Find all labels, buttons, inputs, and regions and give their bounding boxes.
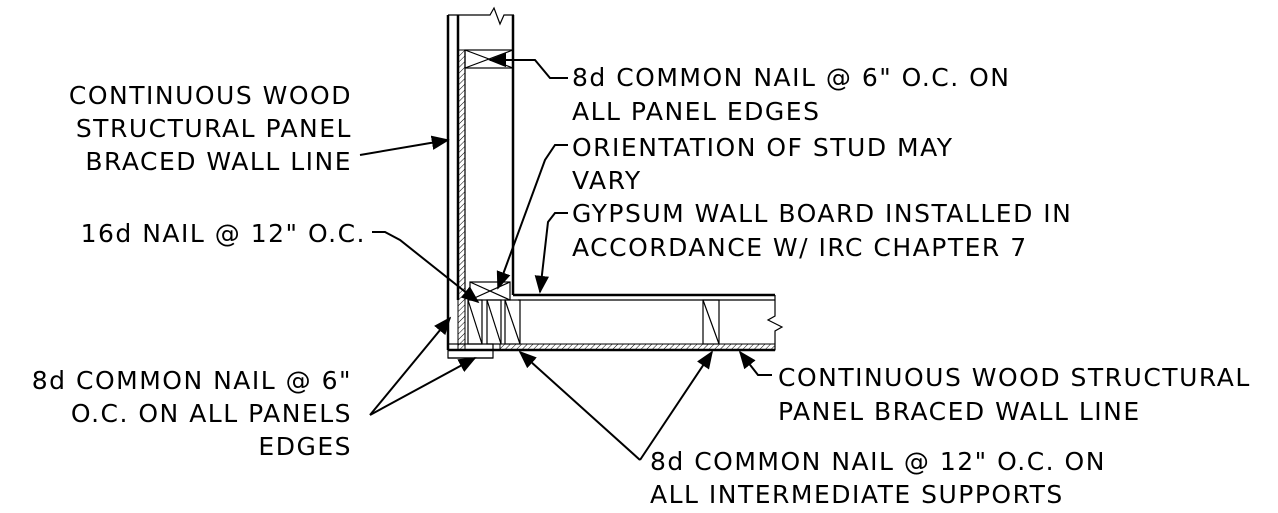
label-8d-panels-line3: EDGES xyxy=(258,432,352,461)
label-8d-12oc-line1: 8d COMMON NAIL @ 12" O.C. ON xyxy=(650,447,1106,476)
label-continuous-right-line1: CONTINUOUS WOOD STRUCTURAL xyxy=(778,363,1251,392)
labels: 8d COMMON NAIL @ 6" O.C. ON ALL PANEL ED… xyxy=(32,63,1251,509)
label-16d-nail: 16d NAIL @ 12" O.C. xyxy=(81,219,366,248)
right-break-mark xyxy=(766,295,784,350)
label-stud-orientation-line2: VARY xyxy=(572,166,642,195)
label-stud-orientation-line1: ORIENTATION OF STUD MAY xyxy=(572,133,954,162)
stud-2 xyxy=(486,299,502,345)
label-continuous-right-line2: PANEL BRACED WALL LINE xyxy=(778,397,1141,426)
label-8d-panels-line2: O.C. ON ALL PANELS xyxy=(71,399,352,428)
leaders xyxy=(359,52,772,461)
label-8d-6oc-line2: ALL PANEL EDGES xyxy=(572,97,820,126)
label-continuous-left-line2: STRUCTURAL PANEL xyxy=(76,114,352,143)
label-gypsum-line1: GYPSUM WALL BOARD INSTALLED IN xyxy=(572,199,1072,228)
label-8d-panels-line1: 8d COMMON NAIL @ 6" xyxy=(32,366,352,395)
horizontal-wall xyxy=(447,293,784,359)
label-continuous-left-line3: BRACED WALL LINE xyxy=(85,147,352,176)
label-gypsum-line2: ACCORDANCE W/ IRC CHAPTER 7 xyxy=(572,233,1028,262)
stud-3 xyxy=(504,299,521,345)
stud-4 xyxy=(702,299,720,345)
label-8d-6oc-line1: 8d COMMON NAIL @ 6" O.C. ON xyxy=(572,63,1011,92)
label-continuous-left-line1: CONTINUOUS WOOD xyxy=(69,81,352,110)
top-break-mark xyxy=(480,6,514,26)
label-8d-12oc-line2: ALL INTERMEDIATE SUPPORTS xyxy=(650,480,1064,509)
